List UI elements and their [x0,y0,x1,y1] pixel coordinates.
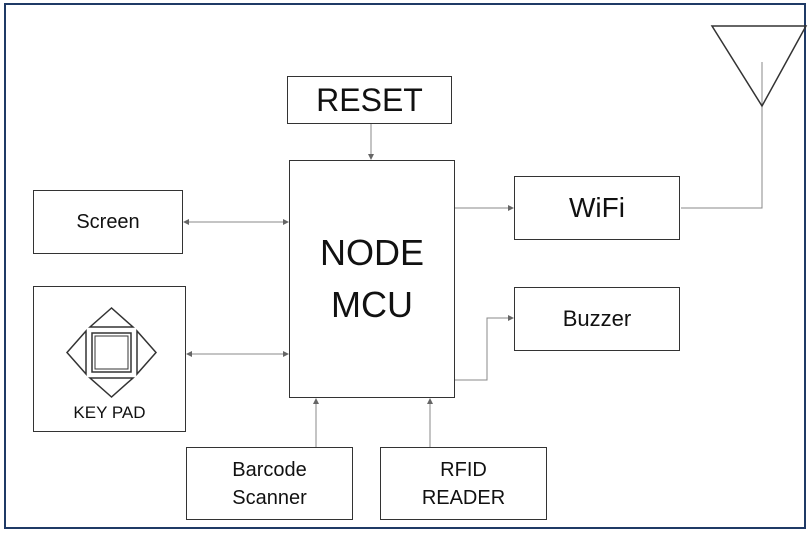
reset-label: RESET [316,81,423,118]
node-mcu-box: NODE MCU [289,160,455,398]
keypad-box: KEY PAD [33,286,186,432]
rfid-label-line1: RFID [440,458,487,481]
mcu-label-line2: MCU [331,284,413,325]
barcode-label-line1: Barcode [232,458,307,481]
diagram-frame [4,3,806,529]
screen-label: Screen [76,210,140,233]
dpad-icon [65,306,158,399]
rfid-label-line2: READER [421,486,506,509]
keypad-label: KEY PAD [73,403,146,422]
wifi-label: WiFi [569,192,625,223]
reset-box: RESET [287,76,452,124]
barcode-label-line2: Scanner [232,486,307,509]
buzzer-label: Buzzer [562,306,632,331]
wire-mcu-buzzer [455,315,514,381]
wire-wifi-antenna [681,62,763,209]
mcu-label-line1: NODE [319,232,424,273]
buzzer-box: Buzzer [514,287,680,351]
rfid-reader-box: RFID READER [380,447,547,520]
wifi-box: WiFi [514,176,680,240]
screen-box: Screen [33,190,183,254]
barcode-scanner-box: Barcode Scanner [186,447,353,520]
antenna-icon [710,25,808,108]
